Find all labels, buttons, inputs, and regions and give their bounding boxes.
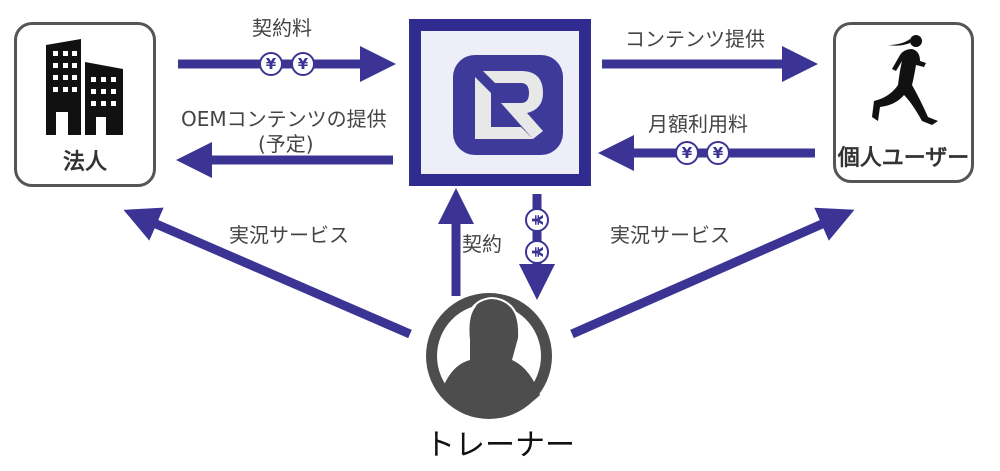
live-service-left-label: 実況サービス: [229, 223, 349, 247]
arrow-live-right: [570, 207, 855, 339]
headset-person-icon: [440, 300, 540, 415]
corporate-label: 法人: [62, 150, 107, 175]
office-building-icon: [46, 39, 123, 135]
arrow-live-left: [123, 207, 412, 339]
lr-logo-icon: [453, 55, 563, 155]
platform-node: [409, 19, 591, 186]
yen-coin-icon: ¥: [291, 52, 315, 76]
yen-coin-icon: ¥: [525, 208, 549, 232]
trainer-label: トレーナー: [425, 428, 575, 463]
runner-icon: [872, 35, 938, 125]
yen-coin-icon: ¥: [675, 141, 699, 165]
headset-band: [464, 296, 523, 346]
monthly-fee-label: 月額利用料: [648, 112, 748, 136]
oem-label: OEMコンテンツの提供: [181, 107, 387, 131]
individual-label: 個人ユーザー: [837, 146, 970, 171]
content-label: コンテンツ提供: [625, 27, 765, 51]
corporate-node: 法人: [14, 22, 156, 187]
oem-note-label: (予定): [258, 132, 314, 156]
individual-node: 個人ユーザー: [833, 22, 974, 183]
yen-coin-icon: ¥: [259, 52, 283, 76]
contract-label: 契約: [462, 232, 502, 256]
yen-coin-icon: ¥: [706, 141, 730, 165]
yen-coin-icon: ¥: [525, 240, 549, 264]
contract-fee-label: 契約料: [252, 16, 312, 40]
live-service-right-label: 実況サービス: [610, 223, 730, 247]
